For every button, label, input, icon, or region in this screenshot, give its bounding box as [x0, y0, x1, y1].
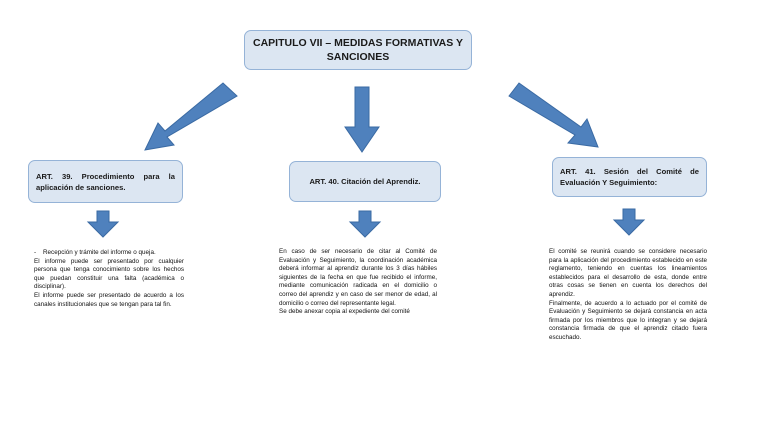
art39-heading-box: ART. 39. Procedimiento para la aplicació…: [28, 160, 183, 203]
arrow-down-art41: [612, 208, 646, 236]
art40-heading: ART. 40. Citación del Aprendiz.: [309, 177, 421, 186]
art40-heading-box: ART. 40. Citación del Aprendiz.: [289, 161, 441, 202]
chapter-title-box: CAPITULO VII – MEDIDAS FORMATIVAS Y SANC…: [244, 30, 472, 70]
arrow-to-art41: [508, 82, 599, 148]
art41-paragraph-2: Finalmente, de acuerdo a lo actuado por …: [549, 299, 707, 341]
bullet-dash: -: [34, 249, 37, 256]
art40-paragraph-1: En caso de ser necesario de citar al Com…: [279, 248, 437, 307]
art39-bullet: - Recepción y trámite del informe o quej…: [34, 249, 184, 258]
arrow-down-art39: [86, 210, 120, 238]
chapter-title: CAPITULO VII – MEDIDAS FORMATIVAS Y SANC…: [252, 37, 463, 63]
arrow-down-art40: [348, 210, 382, 238]
art39-bullet-text: Recepción y trámite del informe o queja.: [43, 249, 156, 256]
art39-text: - Recepción y trámite del informe o quej…: [34, 249, 184, 309]
arrow-to-art40: [344, 86, 380, 153]
art39-paragraph-2: El informe puede ser presentado de acuer…: [34, 291, 184, 308]
arrow-to-art39: [144, 82, 238, 151]
art41-paragraph-1: El comité se reunirá cuando se considere…: [549, 248, 707, 298]
art41-heading: ART. 41. Sesión del Comité de Evaluación…: [560, 167, 699, 187]
art41-text: El comité se reunirá cuando se considere…: [549, 248, 707, 343]
art39-heading: ART. 39. Procedimiento para la aplicació…: [36, 171, 175, 192]
art39-paragraph-1: El informe puede ser presentado por cual…: [34, 257, 184, 291]
art41-heading-box: ART. 41. Sesión del Comité de Evaluación…: [552, 157, 707, 197]
art40-text: En caso de ser necesario de citar al Com…: [279, 248, 437, 317]
art40-paragraph-2: Se debe anexar copia al expediente del c…: [279, 308, 410, 316]
